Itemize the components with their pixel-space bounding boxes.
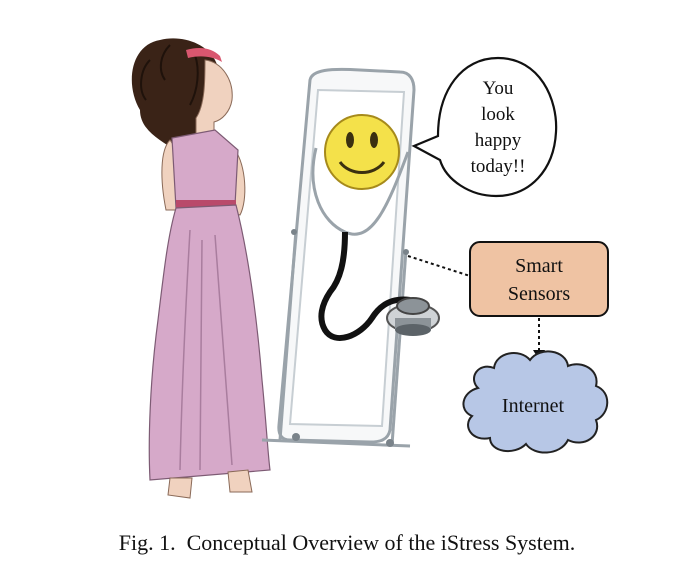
internet-cloud: Internet	[462, 350, 609, 454]
speech-line-2: look	[481, 104, 515, 125]
caption-text: Conceptual Overview of the iStress Syste…	[186, 530, 576, 555]
caption-label: Fig. 1.	[118, 530, 176, 555]
woman-figure	[131, 38, 271, 499]
stethoscope-icon	[311, 147, 440, 341]
smart-sensors-box: Smart Sensors	[407, 241, 609, 317]
figure-caption: Fig. 1. Conceptual Overview of the iStre…	[0, 530, 694, 556]
internet-label: Internet	[502, 395, 565, 417]
sensors-line-1: Smart	[515, 255, 563, 277]
smiley-face-icon	[324, 114, 400, 190]
speech-line-1: You	[483, 78, 514, 99]
speech-bubble: You look happy today!!	[411, 56, 558, 198]
speech-line-4: today!!	[471, 156, 526, 177]
speech-line-3: happy	[475, 130, 522, 151]
sensor-link-dotted	[407, 255, 471, 277]
sensors-line-2: Sensors	[508, 283, 570, 305]
